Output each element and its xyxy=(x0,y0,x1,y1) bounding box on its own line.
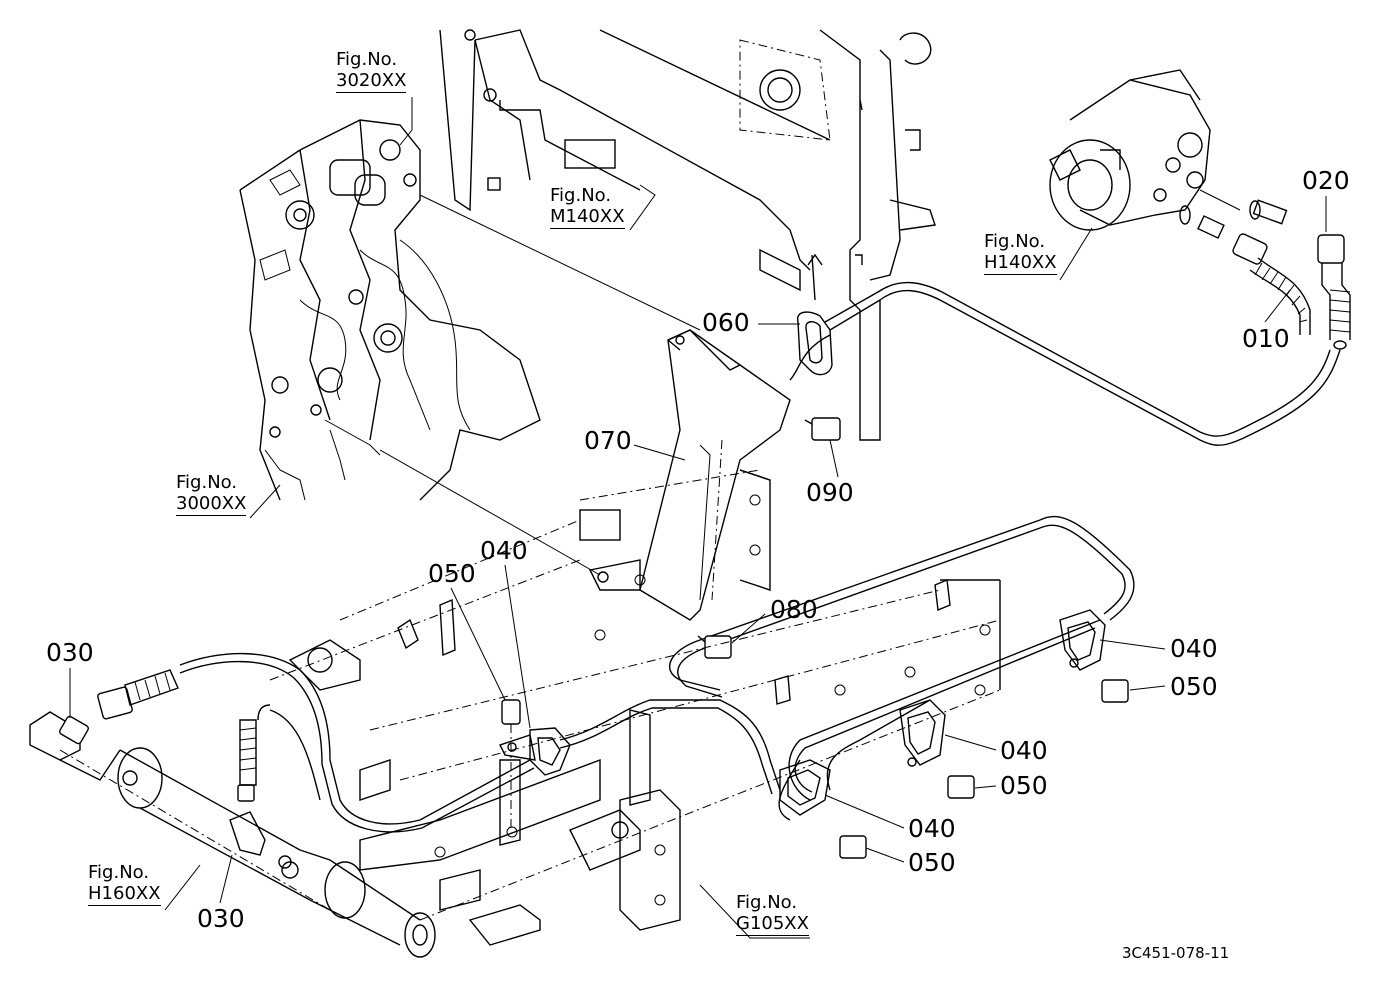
part-callout-020: 020 xyxy=(1302,166,1350,195)
part-callout-040: 040 xyxy=(1170,634,1218,663)
bolt-090-drawing xyxy=(804,417,841,441)
figure-ref-label: Fig.No. xyxy=(88,862,150,883)
bracket-070-drawing xyxy=(588,329,791,621)
part-callout-040: 040 xyxy=(480,536,528,565)
hose-assembly-drawing xyxy=(1232,233,1351,350)
figure-ref-3000xx: Fig.No. 3000XX xyxy=(176,472,247,517)
figure-ref-code: M140XX xyxy=(550,206,625,230)
leader-lines xyxy=(69,97,1327,939)
hydraulic-pump-drawing xyxy=(1049,69,1288,239)
figure-ref-g105xx: Fig.No. G105XX xyxy=(736,892,809,937)
frame-panel-drawing xyxy=(439,29,936,441)
figure-ref-3020xx: Fig.No. 3020XX xyxy=(336,49,407,94)
clamp-040-drawing xyxy=(499,609,1106,816)
engine-block-drawing xyxy=(239,119,541,501)
frame-clips-drawing xyxy=(397,578,951,705)
figure-ref-label: Fig.No. xyxy=(176,472,238,493)
diagram-code: 3C451-078-11 xyxy=(1122,944,1230,962)
figure-ref-label: Fig.No. xyxy=(550,185,612,206)
part-callout-070: 070 xyxy=(584,426,632,455)
figure-ref-label: Fig.No. xyxy=(984,231,1046,252)
figure-ref-code: H160XX xyxy=(88,883,161,907)
part-callout-010: 010 xyxy=(1242,324,1290,353)
hydraulic-pipes-drawing xyxy=(179,281,1341,833)
part-callout-040: 040 xyxy=(908,814,956,843)
figure-ref-m140xx: Fig.No. M140XX xyxy=(550,185,625,230)
figure-ref-h160xx: Fig.No. H160XX xyxy=(88,862,161,907)
figure-ref-label: Fig.No. xyxy=(336,49,398,70)
figure-ref-h140xx: Fig.No. H140XX xyxy=(984,231,1057,276)
bolt-050-drawing xyxy=(501,679,1129,859)
figure-ref-code: 3000XX xyxy=(176,493,247,517)
part-callout-050: 050 xyxy=(1170,672,1218,701)
part-callout-050: 050 xyxy=(428,559,476,588)
figure-ref-code: G105XX xyxy=(736,913,809,937)
part-callout-050: 050 xyxy=(908,848,956,877)
clamp-060-drawing xyxy=(796,253,833,376)
figure-ref-label: Fig.No. xyxy=(736,892,798,913)
part-callout-030: 030 xyxy=(197,904,245,933)
figure-ref-code: H140XX xyxy=(984,252,1057,276)
figure-ref-code: 3020XX xyxy=(336,70,407,94)
bolt-080-drawing xyxy=(697,635,732,659)
part-callout-090: 090 xyxy=(806,478,854,507)
part-callout-060: 060 xyxy=(702,308,750,337)
part-callout-050: 050 xyxy=(1000,771,1048,800)
part-callout-080: 080 xyxy=(770,595,818,624)
part-callout-040: 040 xyxy=(1000,736,1048,765)
hydraulic-cylinder-drawing xyxy=(29,669,436,958)
part-callout-030: 030 xyxy=(46,638,94,667)
chassis-frame-drawing xyxy=(269,469,1001,946)
